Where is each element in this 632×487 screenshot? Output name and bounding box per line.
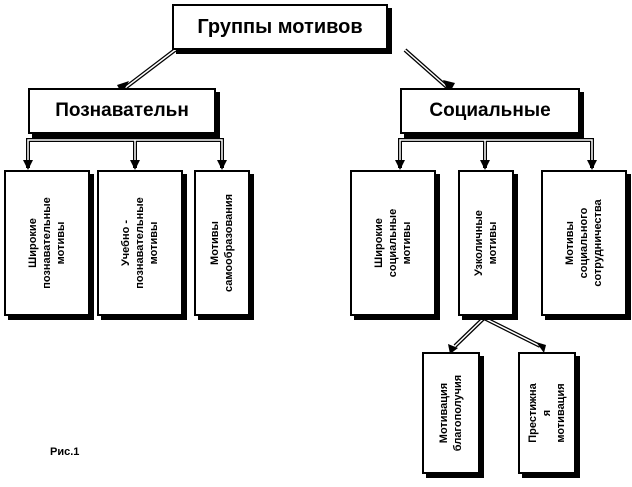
- self-education-motives-label: Мотивы самообразования: [209, 193, 235, 293]
- group-cognitive-title: Познавательн: [55, 100, 189, 121]
- figure-caption: Рис.1: [50, 446, 80, 458]
- cognitive-bracket-line: [26, 138, 224, 168]
- root-title: Группы мотивов: [197, 15, 363, 38]
- root-node: Группы мотивов: [172, 4, 388, 50]
- group-social-title: Социальные: [429, 100, 551, 121]
- social-cooperation-motives-label: Мотивы социального сотрудничества: [564, 199, 604, 287]
- narrow-personal-motives-label: Узколичные мотивы: [473, 210, 499, 276]
- social-cooperation-motives-node: Мотивы социального сотрудничества: [541, 170, 627, 316]
- wellbeing-motivation-node: Мотивация благополучия: [422, 352, 480, 474]
- narrow-personal-motives-node: Узколичные мотивы: [458, 170, 514, 316]
- group-cognitive-node: Познавательн: [28, 88, 216, 134]
- group-social-node: Социальные: [400, 88, 580, 134]
- educational-cognitive-motives-node: Учебно - познавательные мотивы: [97, 170, 183, 316]
- root-to-social-line: [403, 48, 450, 90]
- prestige-motivation-node: Престижна я мотивация: [518, 352, 576, 474]
- broad-cognitive-motives-node: Широкие познавательные мотивы: [4, 170, 90, 316]
- broad-cognitive-motives-label: Широкие познавательные мотивы: [27, 197, 67, 289]
- broad-social-motives-node: Широкие социальные мотивы: [350, 170, 436, 316]
- broad-social-motives-label: Широкие социальные мотивы: [373, 208, 413, 278]
- social-bracket-line: [398, 138, 594, 168]
- arrowheads: [23, 80, 597, 170]
- wellbeing-motivation-label: Мотивация благополучия: [438, 374, 464, 452]
- personal-to-sub-lines: [448, 316, 546, 354]
- root-to-cognitive-line: [123, 48, 177, 90]
- educational-cognitive-motives-label: Учебно - познавательные мотивы: [120, 197, 160, 289]
- self-education-motives-node: Мотивы самообразования: [194, 170, 250, 316]
- prestige-motivation-label: Престижна я мотивация: [527, 383, 567, 443]
